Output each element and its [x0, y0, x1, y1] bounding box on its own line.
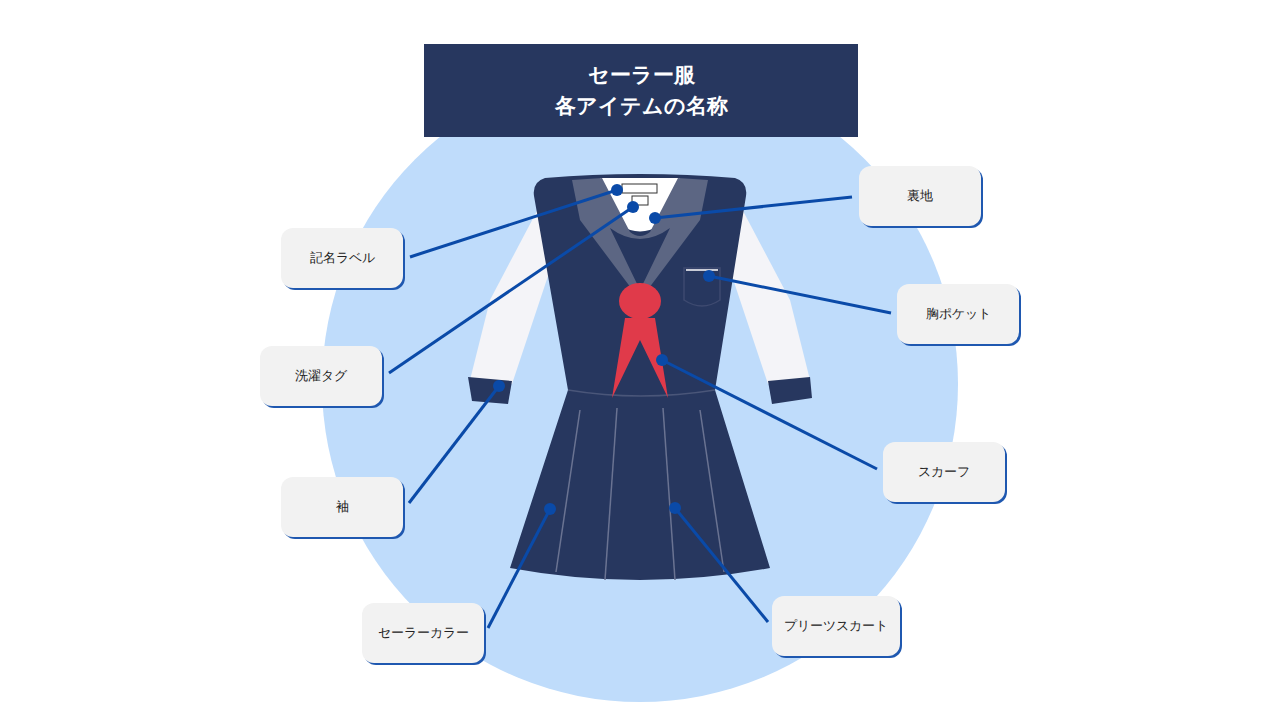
- label-box: 記名ラベル: [281, 228, 403, 288]
- label-box: 裏地: [859, 166, 981, 226]
- waist-seam: [568, 390, 715, 396]
- dress-body: [510, 174, 770, 580]
- leader-dots: [493, 184, 715, 515]
- leader-lines: [389, 190, 891, 628]
- item-name: 裏地: [907, 187, 933, 205]
- pleat-lines: [556, 408, 724, 580]
- right-cuff: [768, 377, 812, 404]
- label-box: スカーフ: [883, 442, 1005, 502]
- label-box: セーラーカラー: [362, 603, 484, 663]
- label-box: 洗濯タグ: [260, 346, 382, 406]
- title-band: セーラー服 各アイテムの名称: [424, 44, 858, 137]
- item-name: 洗濯タグ: [295, 367, 347, 385]
- pocket-trim: [686, 269, 718, 271]
- background-circle: [322, 66, 958, 702]
- item-name: 胸ポケット: [926, 305, 991, 323]
- item-name: 袖: [336, 498, 349, 516]
- scarf-knot: [619, 283, 661, 319]
- item-name: セーラーカラー: [378, 624, 469, 642]
- name-label: [622, 184, 657, 193]
- title-text: セーラー服 各アイテムの名称: [536, 60, 746, 122]
- item-name: スカーフ: [918, 463, 970, 481]
- chest-pocket: [684, 268, 720, 306]
- label-box: 胸ポケット: [897, 284, 1019, 344]
- label-box: 袖: [281, 477, 403, 537]
- scarf-tails: [612, 318, 668, 398]
- item-name: プリーツスカート: [784, 617, 888, 635]
- item-name: 記名ラベル: [310, 249, 375, 267]
- collar-inner: [610, 228, 670, 290]
- label-box: プリーツスカート: [772, 596, 900, 656]
